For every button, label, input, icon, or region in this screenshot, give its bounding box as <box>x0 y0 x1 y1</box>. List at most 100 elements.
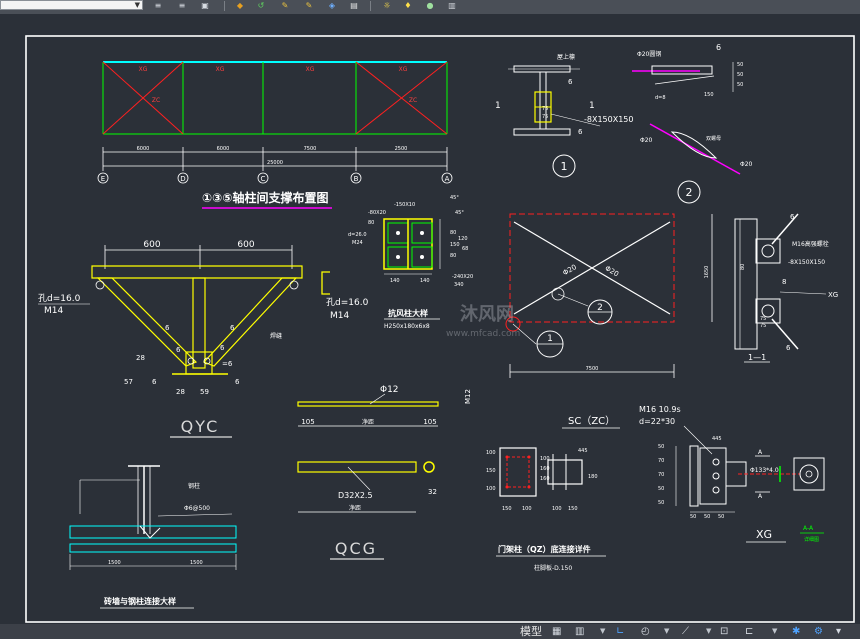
ortho-icon[interactable]: ∟ <box>616 626 625 637</box>
watermark-url: www.mfcad.com <box>446 329 520 339</box>
bulb-icon[interactable]: ● <box>426 1 434 10</box>
section-label: A-A <box>803 525 814 532</box>
dim-text: 50 <box>704 514 710 520</box>
layer-off-icon[interactable]: ◈ <box>328 1 336 10</box>
xg-label: XG <box>306 66 315 73</box>
dim-text: 50 <box>737 82 743 88</box>
callout-number: 2 <box>597 303 603 313</box>
detail-title: 抗风柱大样 <box>388 308 428 318</box>
wall-band <box>69 543 237 553</box>
dim-text: 50 <box>737 72 743 78</box>
chevron-down-icon[interactable]: ▼ <box>772 627 778 635</box>
chevron-down-icon[interactable]: ▼ <box>664 627 670 635</box>
dim-text: 75 <box>542 106 548 112</box>
dim-text: 180 <box>588 474 598 480</box>
watermark-brand: 沐风网 <box>460 303 514 325</box>
weld-mark: =6 <box>222 360 233 368</box>
dim-text: 340 <box>454 282 464 288</box>
rod-label: Φ12 <box>380 385 399 395</box>
dim-text: 8 <box>782 278 786 286</box>
weld-note: 焊缝 <box>270 332 282 340</box>
section-sub: 详细图 <box>804 536 819 543</box>
callout-number: 1 <box>547 334 553 344</box>
bolt-note: M16 10.9s <box>639 405 681 414</box>
layer-states-icon[interactable]: ▣ <box>201 1 209 10</box>
qcg-title: QCG <box>335 539 377 558</box>
cross-brace <box>355 61 448 135</box>
dim-text: 100 <box>522 506 532 512</box>
plate-note: -8X150X150 <box>584 115 633 124</box>
dim-text: 50 <box>737 62 743 68</box>
osnap-icon[interactable]: ⟋ <box>682 626 689 637</box>
dim-text: d=8 <box>655 95 666 101</box>
hole-note: d=22*30 <box>639 417 675 426</box>
dim-text: 50 <box>690 514 696 520</box>
zc-label: ZC <box>409 97 417 104</box>
dim-mark: 28 <box>136 354 145 362</box>
bracing-elevation: XG XG XG XG ZC ZC 6000 6000 7500 2500 25… <box>97 61 453 209</box>
dim-text: 100 <box>486 450 496 456</box>
sc-subtitle-sub: 柱脚板-D.150 <box>534 564 572 572</box>
settings-icon[interactable]: ✱ <box>792 626 801 637</box>
model-tab[interactable]: 模型 <box>520 625 542 638</box>
lock-icon[interactable]: ⚙ <box>814 626 823 637</box>
annotation-icon[interactable]: ⊡ <box>720 626 729 637</box>
layer-lock-icon[interactable]: ▤ <box>350 1 358 10</box>
dim-text: 净距 <box>362 418 374 426</box>
hole-note: 孔d=16.0 <box>38 293 81 304</box>
drawing-frame <box>25 35 855 623</box>
detail-2: Φ20圆钢 6 150 50 50 50 d=8 Φ20 双螺母 Φ20 2 <box>632 43 753 204</box>
dim-mark: 57 <box>124 378 133 386</box>
axis-label: B <box>354 175 359 183</box>
rod-note: Φ20 <box>640 137 653 144</box>
layer-unisolate-icon[interactable]: ✎ <box>305 1 313 10</box>
chevron-down-icon[interactable]: ▼ <box>134 1 140 9</box>
layer-freeze-icon[interactable]: ◆ <box>236 1 244 10</box>
dim-text: 160 <box>540 476 550 482</box>
windcolumn-detail: -150X10 -80X20 80 d=26.0 M24 140 140 -24… <box>348 195 473 330</box>
match-properties-icon[interactable]: ≡ <box>154 1 162 10</box>
drawing-canvas[interactable]: XG XG XG XG ZC ZC 6000 6000 7500 2500 25… <box>0 14 860 624</box>
dim-text: 50 <box>658 500 664 506</box>
section-mark: 1 <box>495 101 501 111</box>
more-icon[interactable]: ▾ <box>836 626 842 637</box>
dim-text: 160 <box>540 466 550 472</box>
grid-icon[interactable]: ▦ <box>552 626 562 637</box>
cross-brace <box>102 61 184 135</box>
detail-subtitle: H250x180x6x8 <box>384 323 430 330</box>
dim-text: 100 <box>540 456 550 462</box>
pipe-note: Φ133*4.0 <box>750 467 779 474</box>
polar-icon[interactable]: ◴ <box>641 626 650 637</box>
chevron-down-icon[interactable]: ▼ <box>706 627 712 635</box>
watermark: 沐风网 www.mfcad.com <box>446 303 520 339</box>
dim-text: 140 <box>390 278 400 284</box>
dim-text: -240X20 <box>452 274 473 280</box>
workspace-icon[interactable]: ⊏ <box>745 626 754 637</box>
dim-text: 150 <box>568 506 578 512</box>
bracing-frame <box>509 213 675 323</box>
layer-properties-icon[interactable]: ≡ <box>178 1 186 10</box>
weld-mark: 6 <box>220 344 225 352</box>
dim-text: 100 <box>552 506 562 512</box>
snap-icon[interactable]: ▥ <box>575 626 585 637</box>
dim-text: 净距 <box>349 504 361 512</box>
status-bar: 模型 ▦ ▥ ▼ ∟ ◴ ▼ ⟋ ▼ ⊡ ⊏ ▼ ✱ ⚙ ▾ <box>0 624 860 639</box>
layer-dropdown[interactable]: ▼ <box>0 0 143 10</box>
dim-text: 50 <box>658 486 664 492</box>
section-mark: A <box>758 493 763 500</box>
sun-icon[interactable]: ☼ <box>383 1 391 10</box>
layer-previous-icon[interactable]: ↺ <box>257 1 265 10</box>
dim-mark: 59 <box>200 388 209 396</box>
lamp-icon[interactable]: ♦ <box>404 1 412 10</box>
dim-text: 68 <box>462 246 468 252</box>
chevron-down-icon[interactable]: ▼ <box>600 627 606 635</box>
light-list-icon[interactable]: ▥ <box>448 1 456 10</box>
weld-mark: 6 <box>176 346 181 354</box>
layer-isolate-icon[interactable]: ✎ <box>281 1 289 10</box>
weld-mark: 6 <box>578 128 583 136</box>
weld-mark: 6 <box>152 378 157 386</box>
axis-label: C <box>261 175 266 183</box>
dim-text: 445 <box>578 448 588 454</box>
weld-mark: 6 <box>165 324 170 332</box>
dim-text: 150 <box>502 506 512 512</box>
